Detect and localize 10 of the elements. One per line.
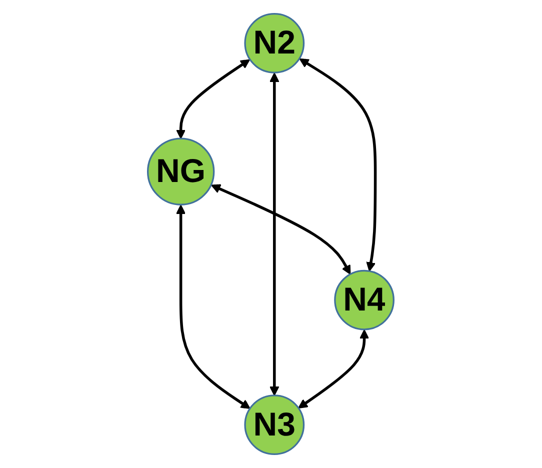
double-arrow bbox=[211, 184, 351, 275]
node-circle: NG bbox=[147, 138, 215, 206]
node-circle: N2 bbox=[244, 12, 305, 74]
double-arrow bbox=[176, 59, 250, 140]
double-arrow bbox=[176, 204, 251, 409]
double-arrow bbox=[298, 329, 370, 408]
node-circle: N4 bbox=[334, 270, 395, 330]
double-arrow bbox=[270, 72, 280, 396]
double-arrow bbox=[300, 58, 377, 272]
node-circle: N3 bbox=[244, 394, 305, 455]
